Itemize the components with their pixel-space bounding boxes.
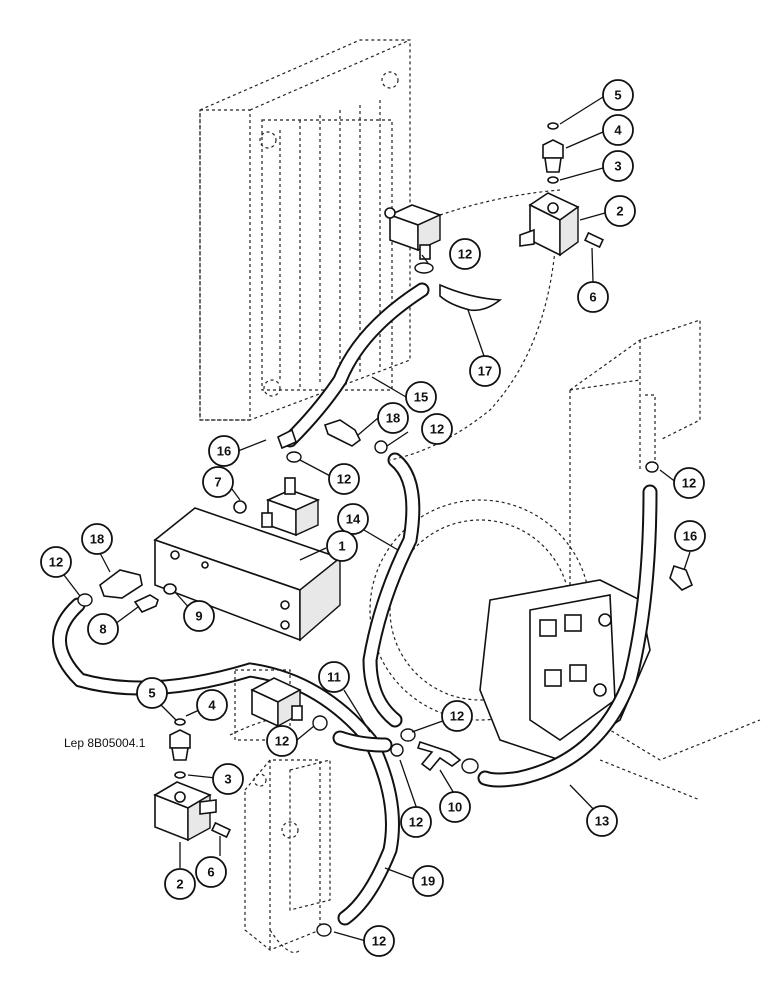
callout-5-upper: 5 [602,79,634,111]
small-hardware [99,283,694,613]
callout-13: 13 [586,805,618,837]
callout-16-right: 16 [674,520,706,552]
callout-12-lower-mid: 12 [266,725,298,757]
svg-text:5: 5 [148,686,155,701]
callout-18-upper: 18 [377,402,409,434]
svg-text:6: 6 [207,865,214,880]
callout-10: 10 [439,791,471,823]
callout-2-upper: 2 [604,195,636,227]
radiator-elbow [384,204,443,260]
svg-text:7: 7 [214,475,221,490]
elbow-fitting-lower [250,677,303,728]
callout-12-y-fitting: 12 [441,700,473,732]
callout-12-lower: 12 [400,806,432,838]
tee-fitting-middle [233,477,321,537]
callout-12-upper-mid: 12 [421,413,453,445]
svg-text:3: 3 [614,159,621,174]
hoses [52,189,658,926]
adaptor-block-lower [153,718,232,842]
callout-12-mid: 12 [328,463,360,495]
svg-text:14: 14 [346,512,361,527]
svg-text:4: 4 [208,698,216,713]
callout-7: 7 [202,466,234,498]
callout-11: 11 [318,661,350,693]
svg-text:12: 12 [337,472,351,487]
callout-12-bottom: 12 [363,925,395,957]
svg-text:2: 2 [616,204,623,219]
svg-text:18: 18 [386,411,400,426]
svg-text:4: 4 [614,123,622,138]
callout-3-lower: 3 [212,763,244,795]
callout-3-upper: 3 [602,150,634,182]
svg-text:18: 18 [90,532,104,547]
leader-lines [63,96,691,942]
svg-text:8: 8 [99,622,106,637]
svg-text:12: 12 [682,476,696,491]
svg-text:3: 3 [224,772,231,787]
callout-4-lower: 4 [196,689,228,721]
svg-text:11: 11 [327,670,341,685]
svg-text:16: 16 [683,529,697,544]
hydraulic-pump [479,579,651,761]
svg-text:9: 9 [195,609,202,624]
svg-text:16: 16 [217,444,231,459]
distribution-block [153,507,342,741]
callout-12-radiator: 12 [449,238,481,270]
callout-2-lower: 2 [164,868,196,900]
svg-text:12: 12 [450,709,464,724]
svg-text:12: 12 [275,734,289,749]
svg-text:5: 5 [614,88,621,103]
reference-code: Lep 8B05004.1 [64,736,146,750]
callout-14: 14 [337,503,369,535]
svg-text:13: 13 [595,814,609,829]
adaptor-block-upper [519,122,605,257]
callout-1: 1 [326,530,358,562]
svg-text:17: 17 [478,364,492,379]
callout-18-left: 18 [81,523,113,555]
svg-text:2: 2 [176,877,183,892]
svg-text:12: 12 [372,934,386,949]
callout-bubbles: 5 4 3 2 6 12 17 15 18 12 16 12 7 12 16 1… [40,79,706,957]
svg-text:19: 19 [421,874,435,889]
svg-text:10: 10 [448,800,462,815]
svg-text:12: 12 [409,815,423,830]
valve-stack-ghost [244,759,331,954]
callout-6-upper: 6 [577,281,609,313]
hose-clamps [77,262,659,937]
callout-12-right: 12 [673,467,705,499]
y-fitting [416,740,462,772]
callout-5-lower: 5 [136,677,168,709]
radiator-ghost [199,39,411,421]
svg-text:1: 1 [338,539,345,554]
svg-text:15: 15 [414,390,428,405]
svg-text:12: 12 [430,422,444,437]
callout-16-left: 16 [208,435,240,467]
svg-text:12: 12 [49,555,63,570]
svg-text:6: 6 [589,290,596,305]
callout-15: 15 [405,381,437,413]
callout-8: 8 [87,613,119,645]
callout-17: 17 [469,355,501,387]
callout-12-left: 12 [40,546,72,578]
callout-19: 19 [412,865,444,897]
callout-4-upper: 4 [602,114,634,146]
svg-text:12: 12 [458,247,472,262]
callout-9: 9 [183,600,215,632]
callout-6-lower: 6 [195,856,227,888]
